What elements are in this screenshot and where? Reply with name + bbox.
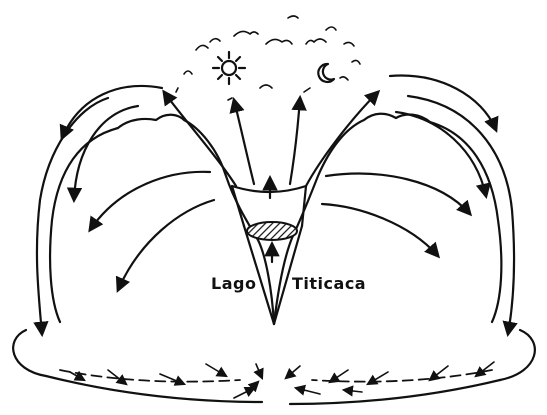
circulation-arrow-icon (270, 178, 272, 262)
circulation-arrow-icon (322, 76, 535, 380)
moon-icon (318, 64, 334, 82)
lake-icon (247, 222, 297, 240)
cloud-icon (176, 16, 360, 100)
sun-icon (213, 52, 245, 84)
central-funnel (232, 186, 306, 324)
lake-label-left: Lago (211, 274, 256, 293)
lake-label-right: Titicaca (292, 274, 366, 293)
